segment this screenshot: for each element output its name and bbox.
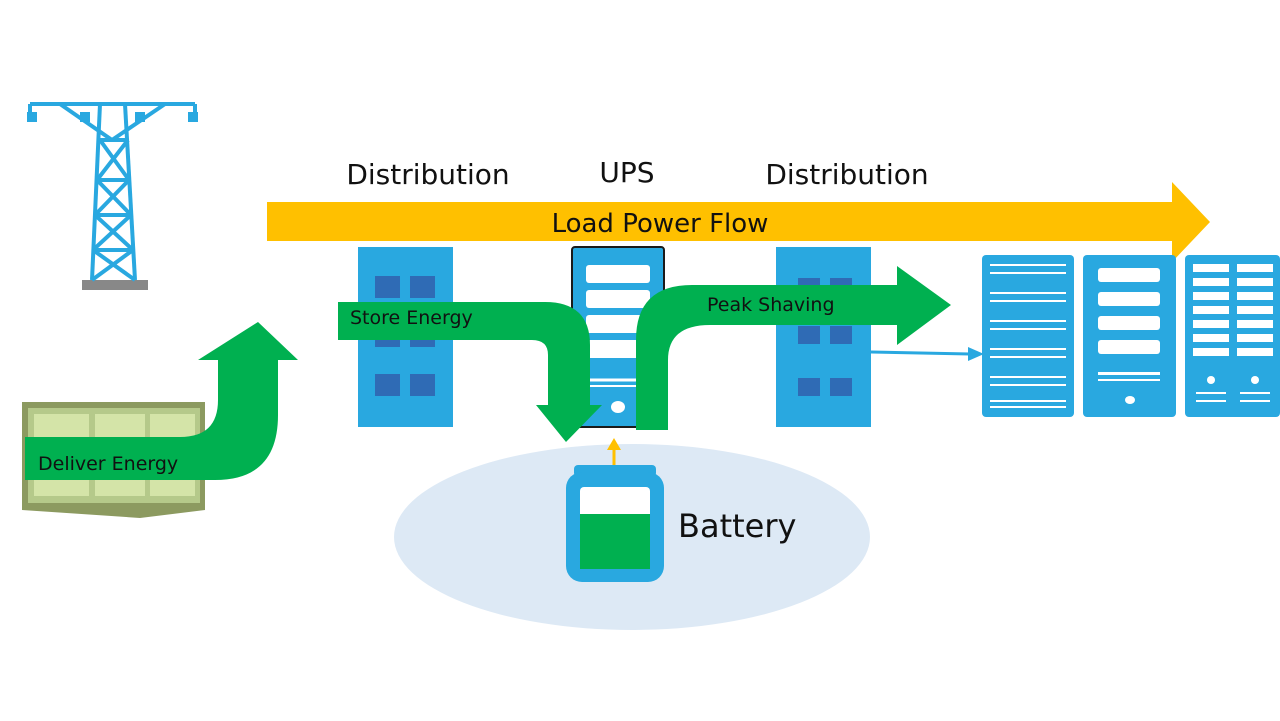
transmission-tower-icon — [27, 102, 198, 290]
server-rack-icon — [982, 255, 1280, 417]
distribution-label-left: Distribution — [346, 158, 509, 191]
distribution-panel-right — [776, 247, 871, 427]
deliver-energy-label: Deliver Energy — [38, 453, 178, 475]
store-energy-arrow — [338, 302, 602, 442]
load-power-flow-label: Load Power Flow — [552, 209, 769, 239]
load-power-flow-arrow — [267, 182, 1210, 262]
battery-icon — [566, 465, 664, 582]
peak-shaving-label: Peak Shaving — [707, 294, 835, 316]
ups-label: UPS — [599, 156, 654, 189]
peak-shaving-arrow — [636, 266, 951, 430]
store-energy-label: Store Energy — [350, 307, 473, 329]
battery-to-ups-arrow — [607, 438, 621, 468]
server-feed-arrow — [870, 347, 984, 361]
distribution-label-right: Distribution — [765, 158, 928, 191]
battery-label: Battery — [678, 507, 796, 545]
deliver-energy-arrow — [25, 322, 298, 480]
